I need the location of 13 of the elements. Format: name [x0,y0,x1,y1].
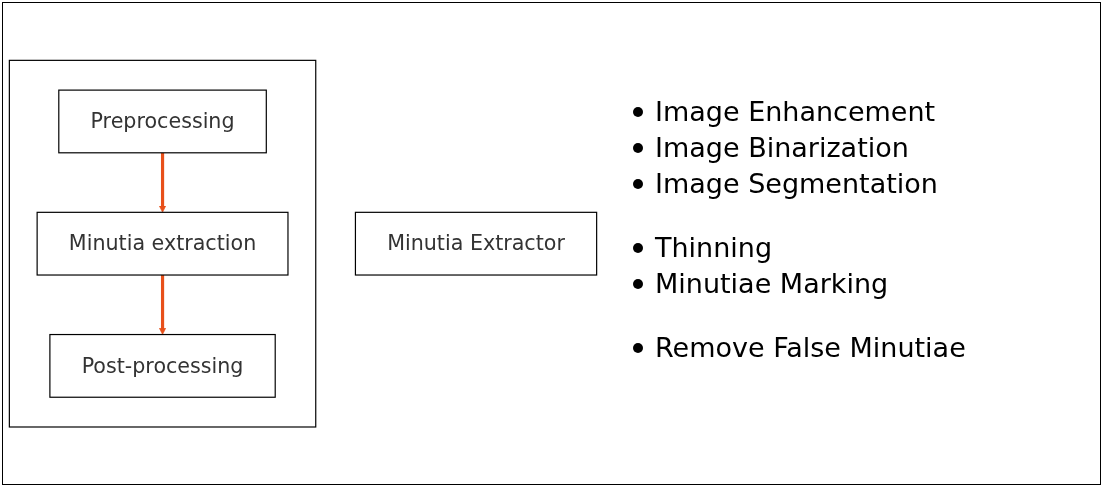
list-item-text: Image Binarization [655,130,909,165]
node-box: Post-processing [49,333,276,398]
list-item-text: Image Segmentation [655,166,938,201]
list-item-text: Image Enhancement [655,94,936,129]
cluster [8,59,317,428]
arrow [159,152,167,213]
list-item-text: Minutiae Marking [655,266,889,301]
node-box: Minutia extraction [36,211,289,276]
arrow [159,274,167,335]
node-box: Minutia Extractor [354,211,598,276]
list-item-text: Thinning [655,230,773,265]
node-box: Preprocessing [58,89,267,154]
list-item-text: Remove False Minutiae [655,330,966,365]
